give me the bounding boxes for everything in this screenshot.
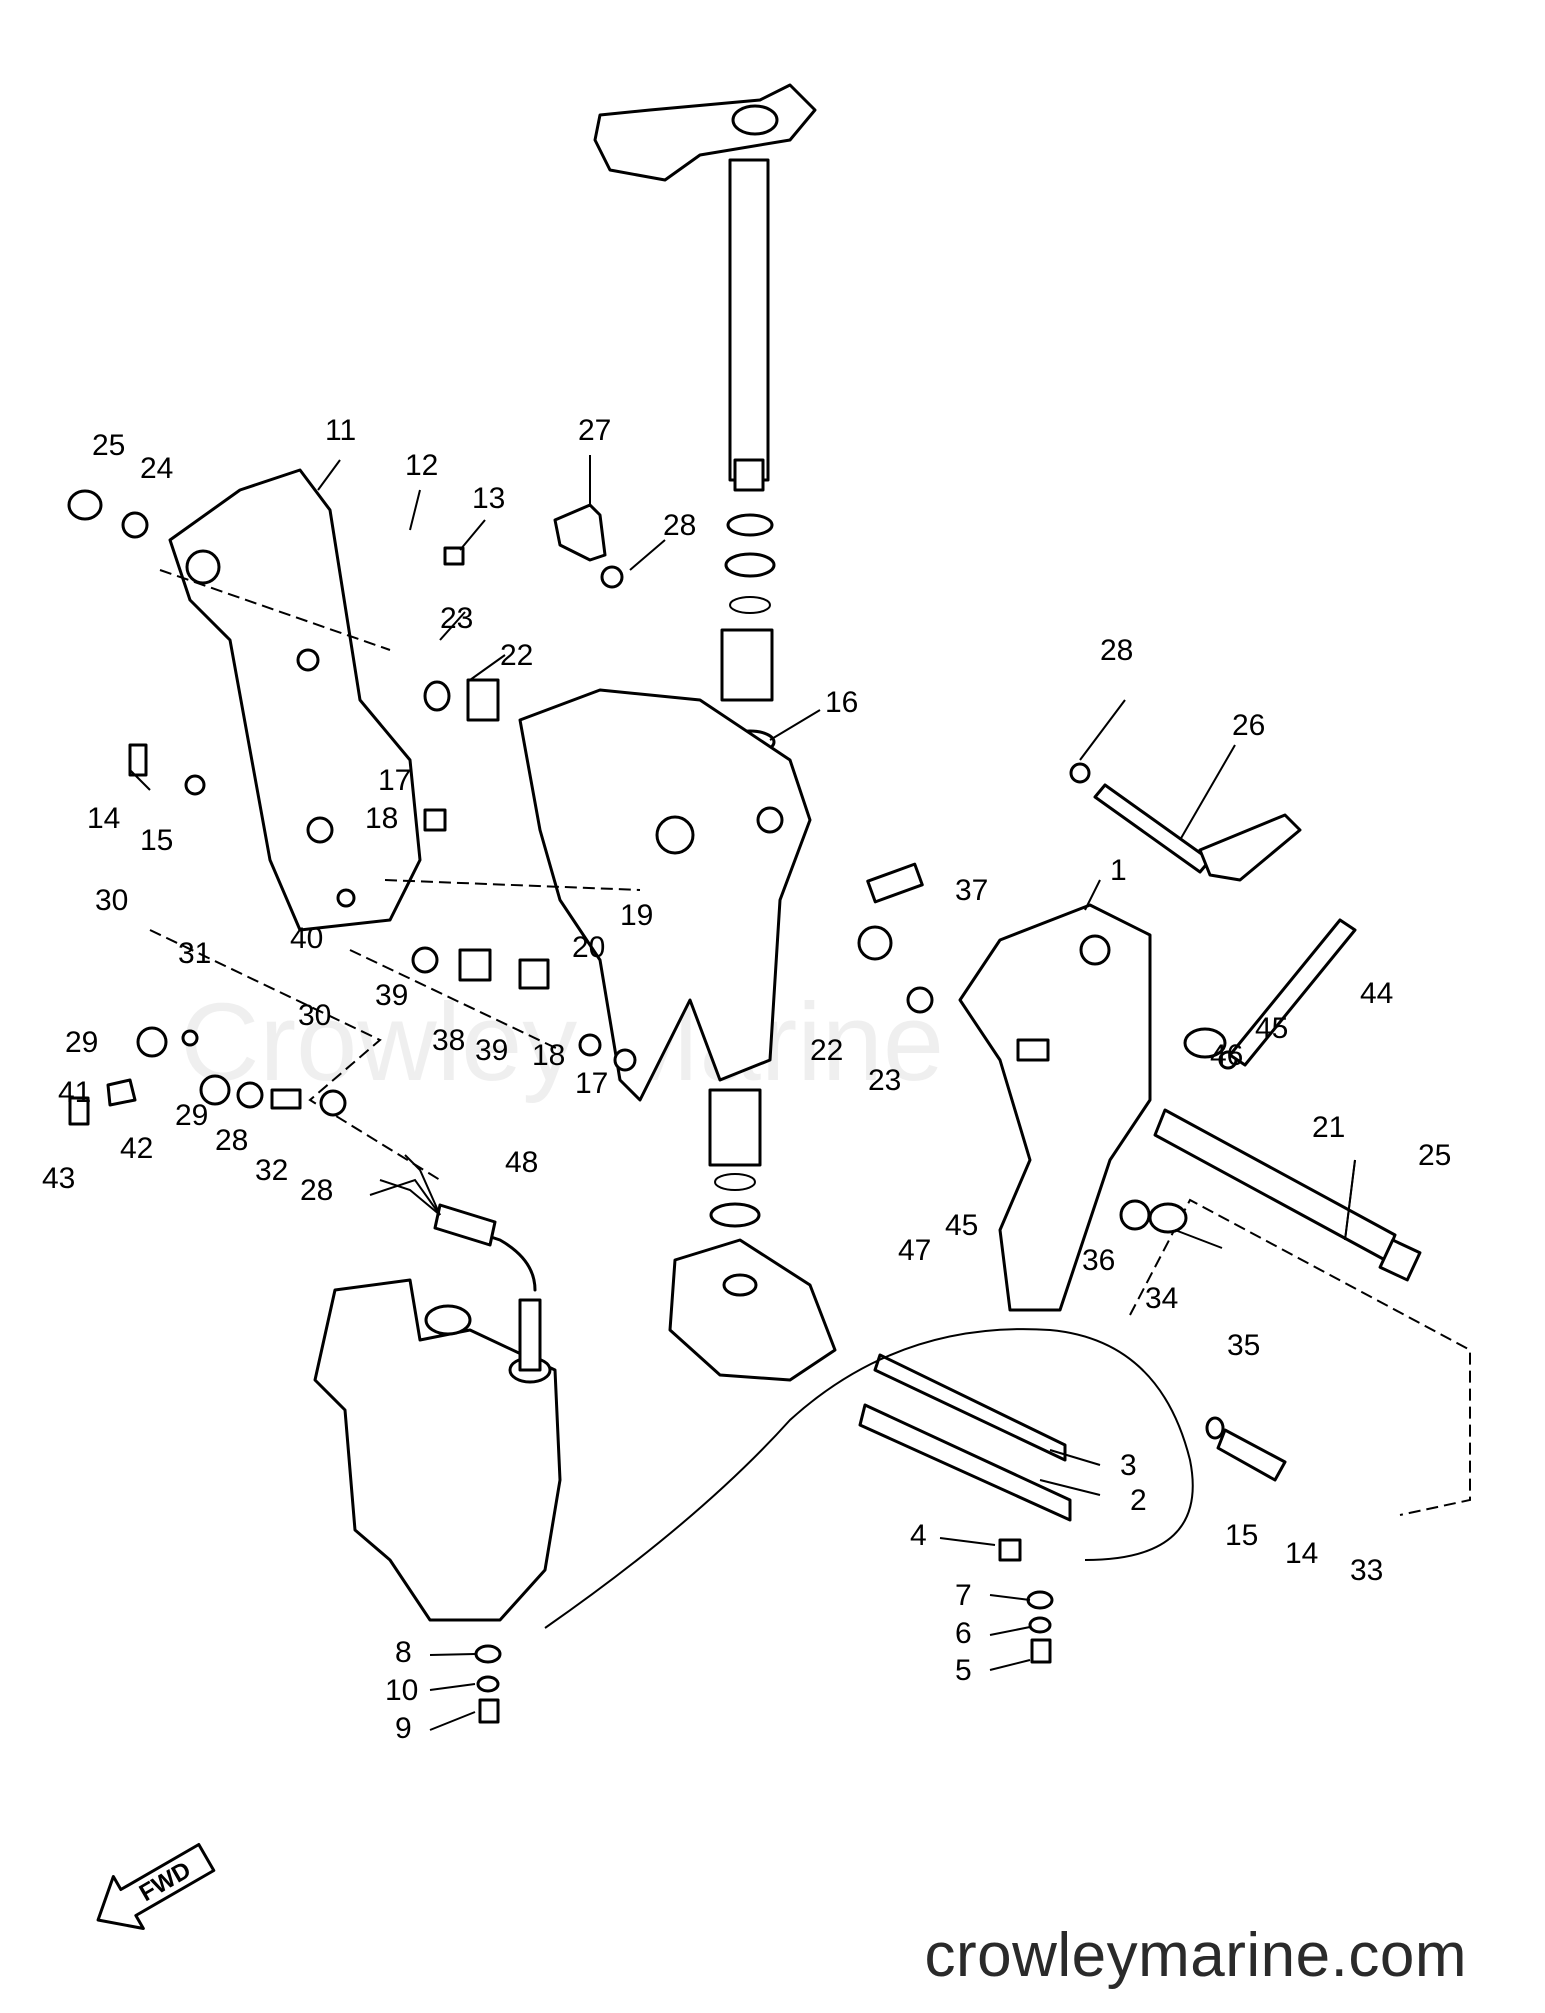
label-17b: 17 (575, 1067, 608, 1100)
label-18b: 18 (532, 1039, 565, 1072)
label-15a: 15 (140, 824, 173, 857)
ground-lead (544, 1328, 1194, 1629)
label-21: 21 (1312, 1111, 1345, 1144)
label-22b: 22 (810, 1034, 843, 1067)
label-24: 24 (140, 452, 173, 485)
anode-rails (858, 1353, 1072, 1522)
watermark: Crowley Marine (180, 981, 944, 1104)
label-36: 36 (1082, 1244, 1115, 1277)
label-23a: 23 (440, 602, 473, 635)
label-11: 11 (325, 414, 356, 447)
fwd-arrow: FWD (96, 1843, 216, 1930)
label-40: 40 (290, 922, 323, 955)
label-29b: 29 (175, 1099, 208, 1132)
label-14b: 14 (1285, 1537, 1318, 1570)
label-47: 47 (898, 1234, 931, 1267)
label-20: 20 (572, 931, 605, 964)
label-5: 5 (955, 1654, 972, 1687)
footer-url: crowleymarine.com (924, 1921, 1467, 1990)
label-12: 12 (405, 449, 438, 482)
label-39b: 39 (475, 1034, 508, 1067)
label-1: 1 (1110, 854, 1127, 887)
label-16: 16 (825, 686, 858, 719)
label-13: 13 (472, 482, 505, 515)
clamp-bracket-left (168, 468, 422, 932)
label-7: 7 (955, 1579, 972, 1612)
tilt-pin (1153, 1108, 1422, 1282)
shaft-bushings (720, 513, 776, 755)
swivel-bracket (518, 688, 812, 1102)
label-17a: 17 (378, 764, 411, 797)
label-23b: 23 (868, 1064, 901, 1097)
label-37: 37 (955, 874, 988, 907)
label-48: 48 (505, 1146, 538, 1179)
label-10: 10 (385, 1674, 418, 1707)
label-43: 43 (42, 1162, 75, 1195)
label-8: 8 (395, 1636, 412, 1669)
label-33: 33 (1350, 1554, 1383, 1587)
label-41: 41 (58, 1076, 91, 1109)
label-31: 31 (178, 937, 211, 970)
part-labels: 1 2 3 4 5 6 7 8 9 10 11 12 13 14 14 15 1… (42, 414, 1451, 1745)
label-19: 19 (620, 899, 653, 932)
label-25a: 25 (92, 429, 125, 462)
lower-bushings (668, 1088, 837, 1382)
label-38: 38 (432, 1024, 465, 1057)
fasteners (67, 489, 1357, 1724)
label-34: 34 (1145, 1282, 1178, 1315)
label-28b: 28 (1100, 634, 1133, 667)
label-25b: 25 (1418, 1139, 1451, 1172)
label-44: 44 (1360, 977, 1393, 1010)
label-14a: 14 (87, 802, 120, 835)
label-28c: 28 (215, 1124, 248, 1157)
lever (553, 503, 607, 562)
label-3: 3 (1120, 1449, 1137, 1482)
label-2: 2 (1130, 1484, 1147, 1517)
assembly-box-33 (1129, 1198, 1471, 1516)
label-28a: 28 (663, 509, 696, 542)
label-22a: 22 (500, 639, 533, 672)
label-30b: 30 (298, 999, 331, 1032)
label-26: 26 (1232, 709, 1265, 742)
label-42: 42 (120, 1132, 153, 1165)
leader-lines (129, 455, 1356, 1731)
label-15b: 15 (1225, 1519, 1258, 1552)
label-18a: 18 (365, 802, 398, 835)
label-46: 46 (1210, 1039, 1243, 1072)
label-27: 27 (578, 414, 611, 447)
label-9: 9 (395, 1712, 412, 1745)
label-45b: 45 (945, 1209, 978, 1242)
power-tilt-unit (313, 1154, 562, 1622)
steering-arm-shaft (593, 83, 817, 492)
trim-rod (1093, 783, 1302, 882)
label-28d: 28 (300, 1174, 333, 1207)
label-32: 32 (255, 1154, 288, 1187)
label-39a: 39 (375, 979, 408, 1012)
assembly-lines-left (149, 569, 641, 1181)
label-6: 6 (955, 1617, 972, 1650)
label-35: 35 (1227, 1329, 1260, 1362)
label-29a: 29 (65, 1026, 98, 1059)
label-4: 4 (910, 1519, 927, 1552)
clamp-bracket-right (958, 903, 1152, 1312)
label-30a: 30 (95, 884, 128, 917)
label-45a: 45 (1255, 1012, 1288, 1045)
